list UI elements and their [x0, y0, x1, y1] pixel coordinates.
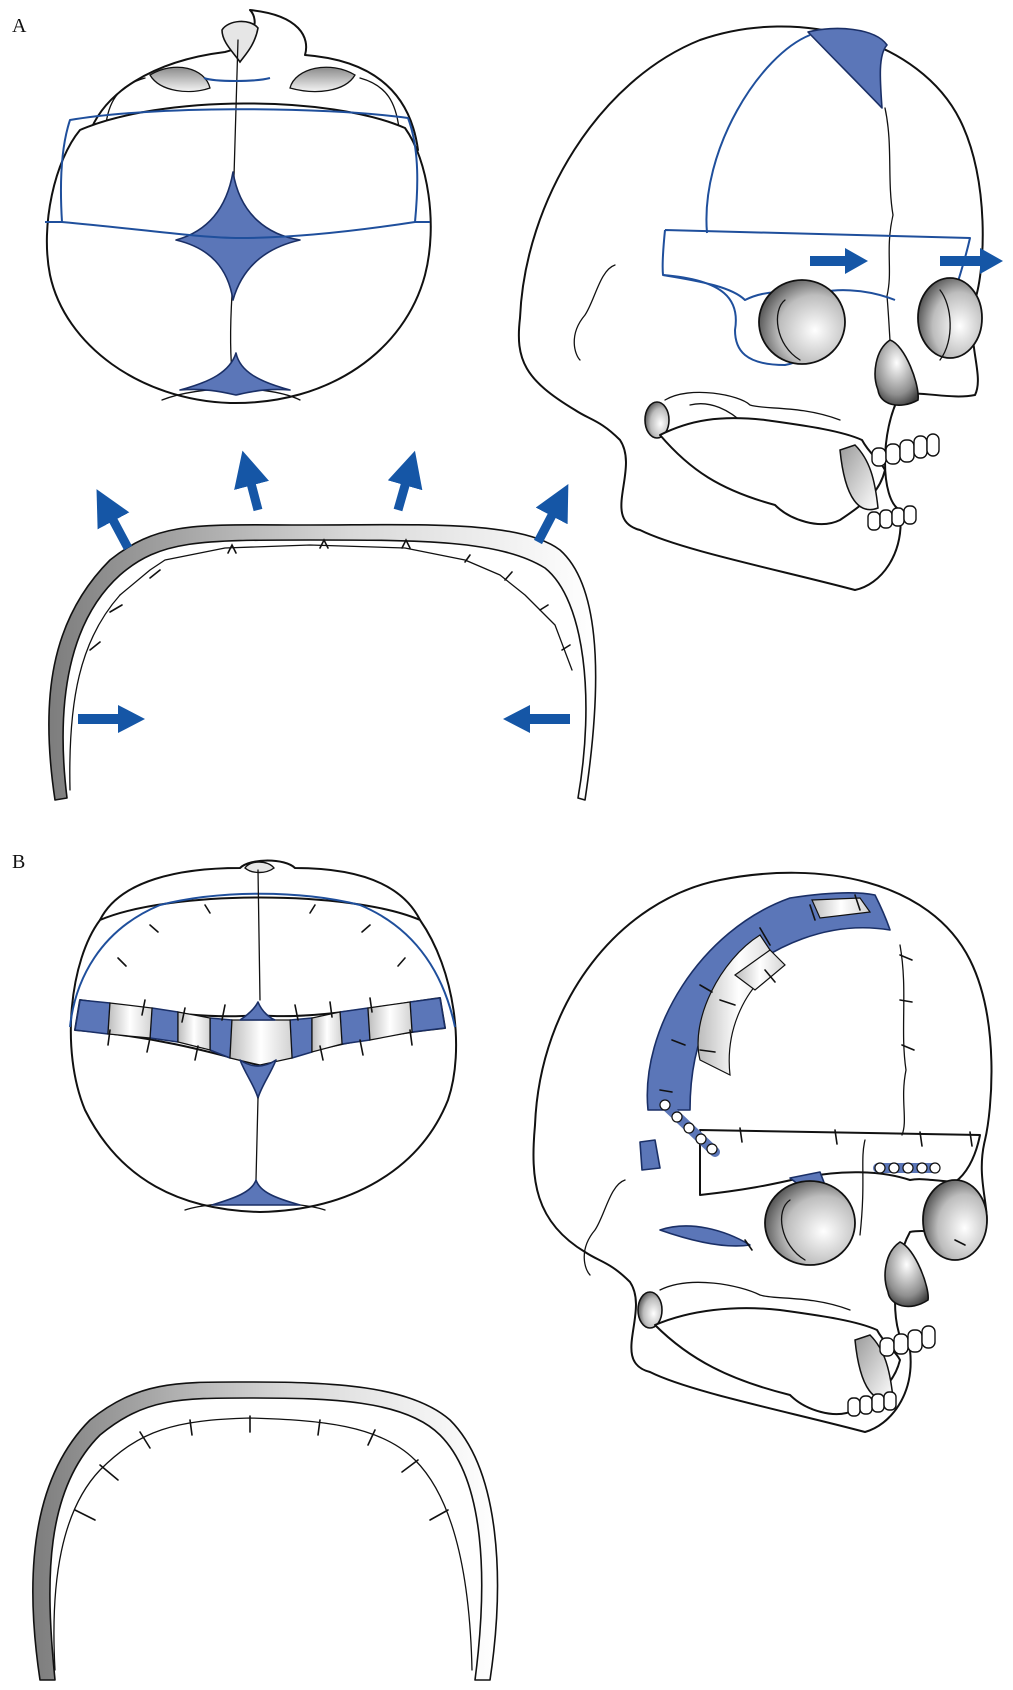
right-orbit-b [923, 1180, 987, 1260]
left-orbit-b [765, 1181, 855, 1265]
inward-arrow-right [503, 705, 570, 733]
expansion-arrow-4 [538, 500, 560, 542]
panel-label-b: B [12, 851, 25, 873]
inward-arrow-left [78, 705, 145, 733]
coronal-section-a [49, 468, 596, 800]
bone-strip-b [33, 1382, 498, 1680]
skull-oblique-view-b [533, 873, 991, 1432]
expansion-arrow-3 [398, 468, 410, 510]
expansion-arrow-2 [247, 468, 258, 510]
nasion-notch-b [245, 862, 274, 873]
skull-oblique-view-a [519, 26, 1003, 590]
left-orbit-a [759, 280, 845, 364]
skull-top-view-a [45, 10, 431, 403]
coronal-section-b [33, 1382, 498, 1680]
bone-strip-a [49, 525, 596, 800]
fixation-plate-2 [875, 1163, 940, 1173]
expansion-arrow-1 [105, 505, 128, 548]
nasal-cavity-b [885, 1242, 928, 1306]
panel-label-a: A [12, 15, 27, 37]
skull-top-view-b [70, 861, 456, 1213]
